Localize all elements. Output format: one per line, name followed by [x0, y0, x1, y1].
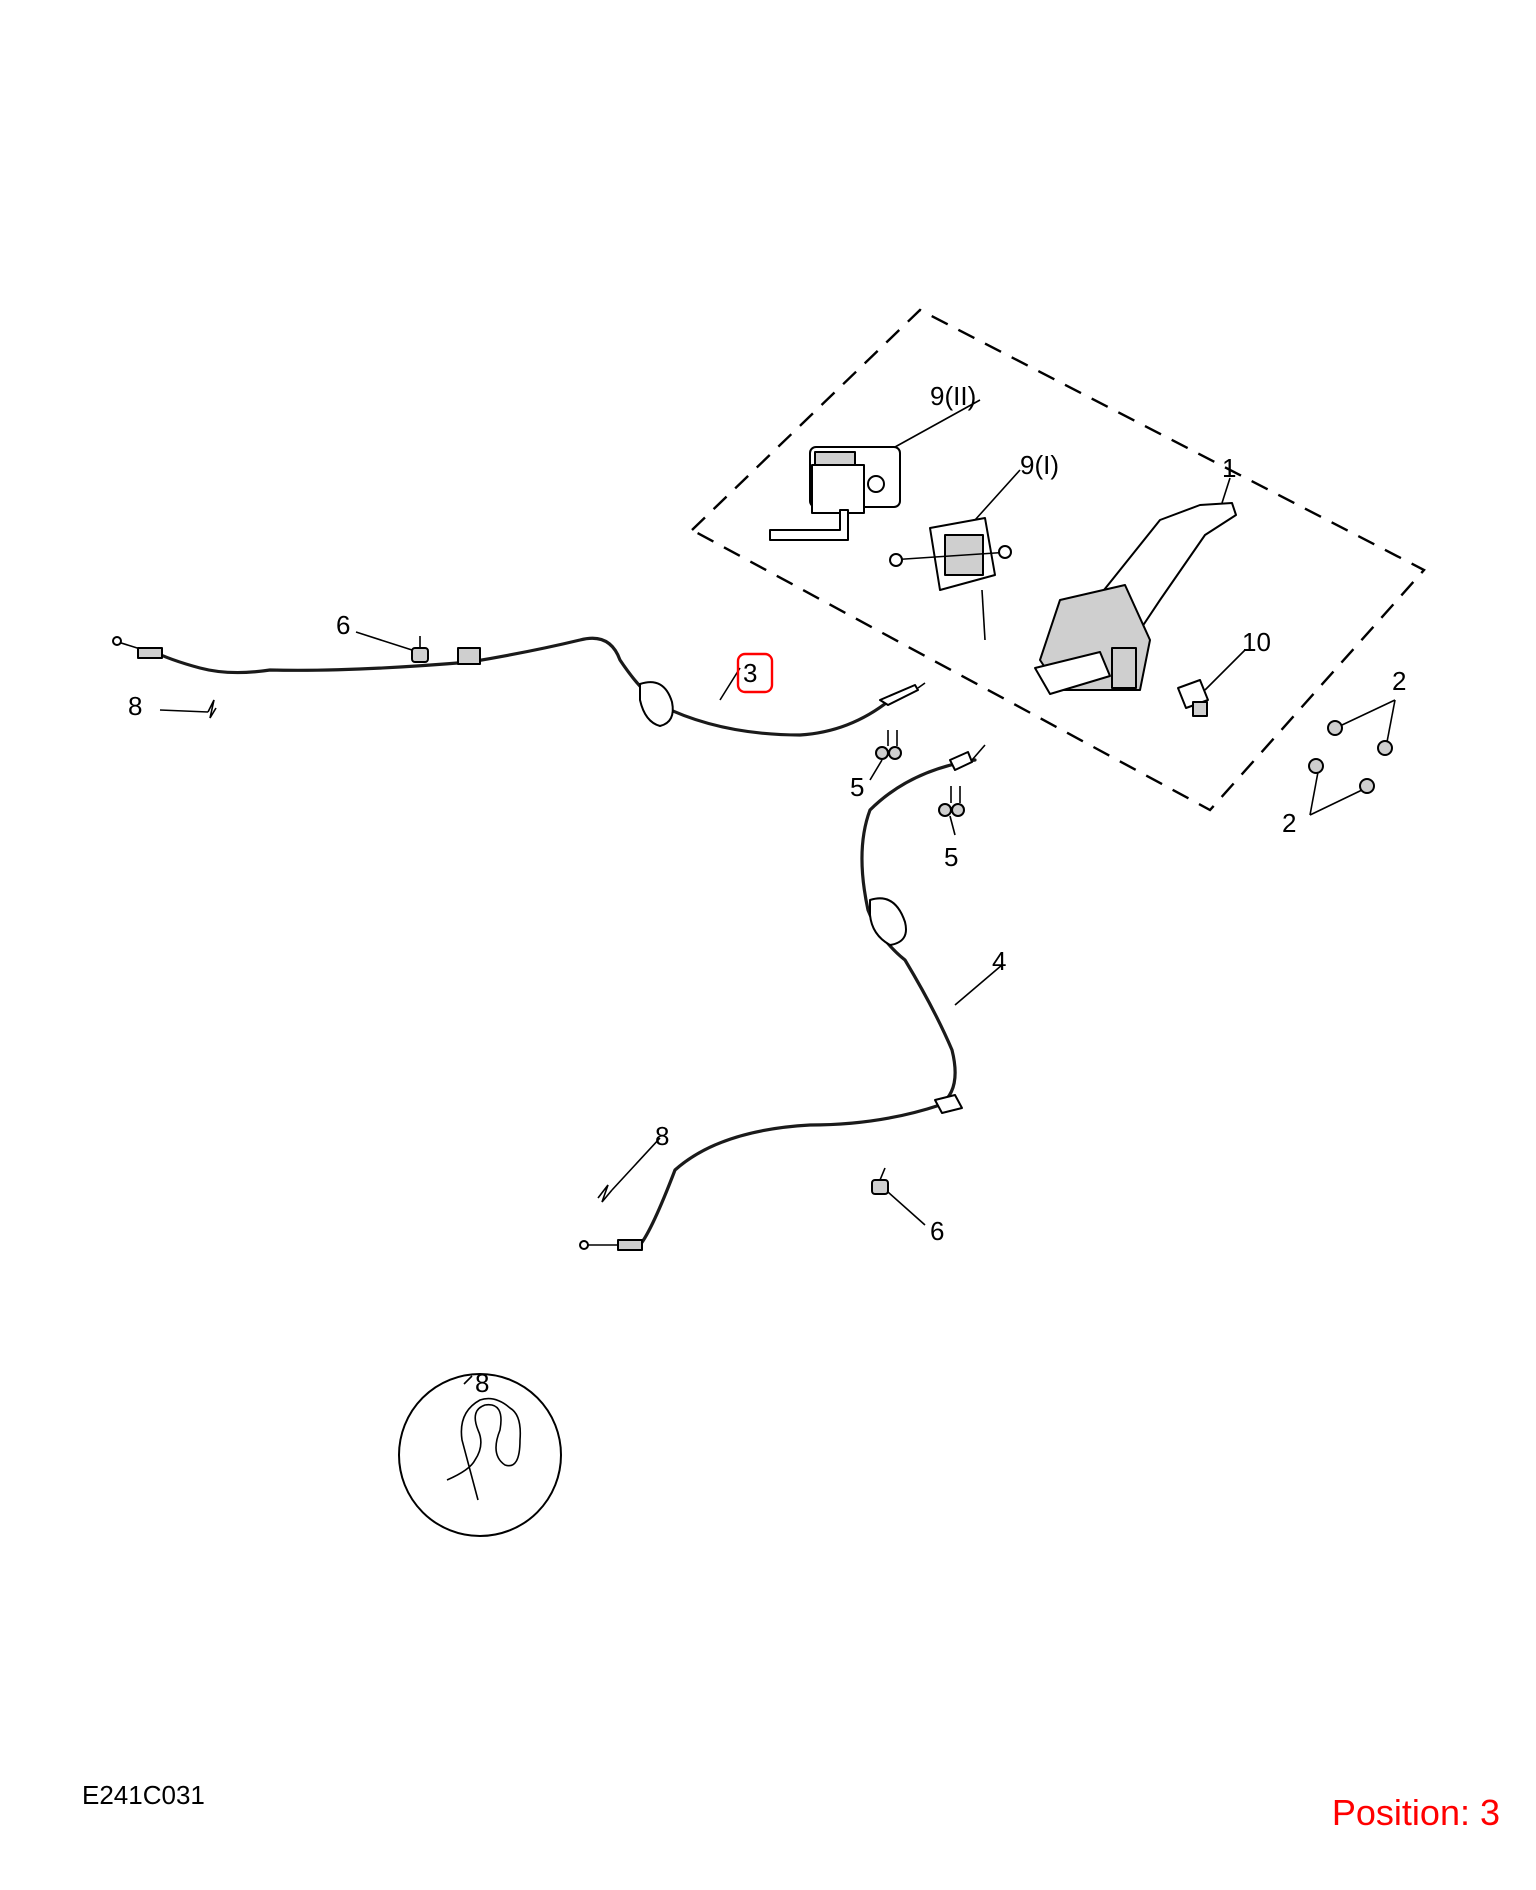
- part-10-bolt[interactable]: [1177, 679, 1209, 717]
- part-8-clips[interactable]: [207, 699, 613, 1203]
- callout-8-left[interactable]: 8: [128, 691, 142, 721]
- callout-6-bottom[interactable]: 6: [930, 1216, 944, 1246]
- callout-3[interactable]: 3: [743, 658, 757, 688]
- part-5-nuts[interactable]: [875, 730, 965, 817]
- callout-1[interactable]: 1: [1222, 453, 1236, 483]
- assembly-boundary: [689, 308, 1426, 812]
- callout-5-right[interactable]: 5: [944, 842, 958, 872]
- part-3-cable[interactable]: [112, 636, 926, 737]
- callout-6-top[interactable]: 6: [336, 610, 350, 640]
- part-1-handbrake-lever[interactable]: [1034, 502, 1237, 695]
- position-indicator: Position: 3: [1331, 1792, 1500, 1833]
- leader-lines: [159, 399, 1396, 1226]
- detail-clip-8: [398, 1373, 562, 1537]
- drawing-code: E241C031: [82, 1780, 205, 1810]
- callout-2-top[interactable]: 2: [1392, 666, 1406, 696]
- part-2-nuts[interactable]: [1308, 720, 1393, 794]
- callout-10[interactable]: 10: [1242, 627, 1271, 657]
- part-4-cable[interactable]: [579, 744, 986, 1251]
- callout-9-ii[interactable]: 9(II): [930, 381, 976, 411]
- part-9-i-switch[interactable]: [889, 517, 1012, 641]
- callout-5-left[interactable]: 5: [850, 772, 864, 802]
- part-9-ii-switch[interactable]: [769, 446, 901, 541]
- callout-4[interactable]: 4: [992, 946, 1006, 976]
- callout-8-detail[interactable]: 8: [475, 1368, 489, 1398]
- highlight-box: [736, 652, 774, 694]
- callout-9-i[interactable]: 9(I): [1020, 450, 1059, 480]
- part-6-bolts[interactable]: [411, 636, 889, 1195]
- callout-8-middle[interactable]: 8: [655, 1121, 669, 1151]
- callout-2-bottom[interactable]: 2: [1282, 808, 1296, 838]
